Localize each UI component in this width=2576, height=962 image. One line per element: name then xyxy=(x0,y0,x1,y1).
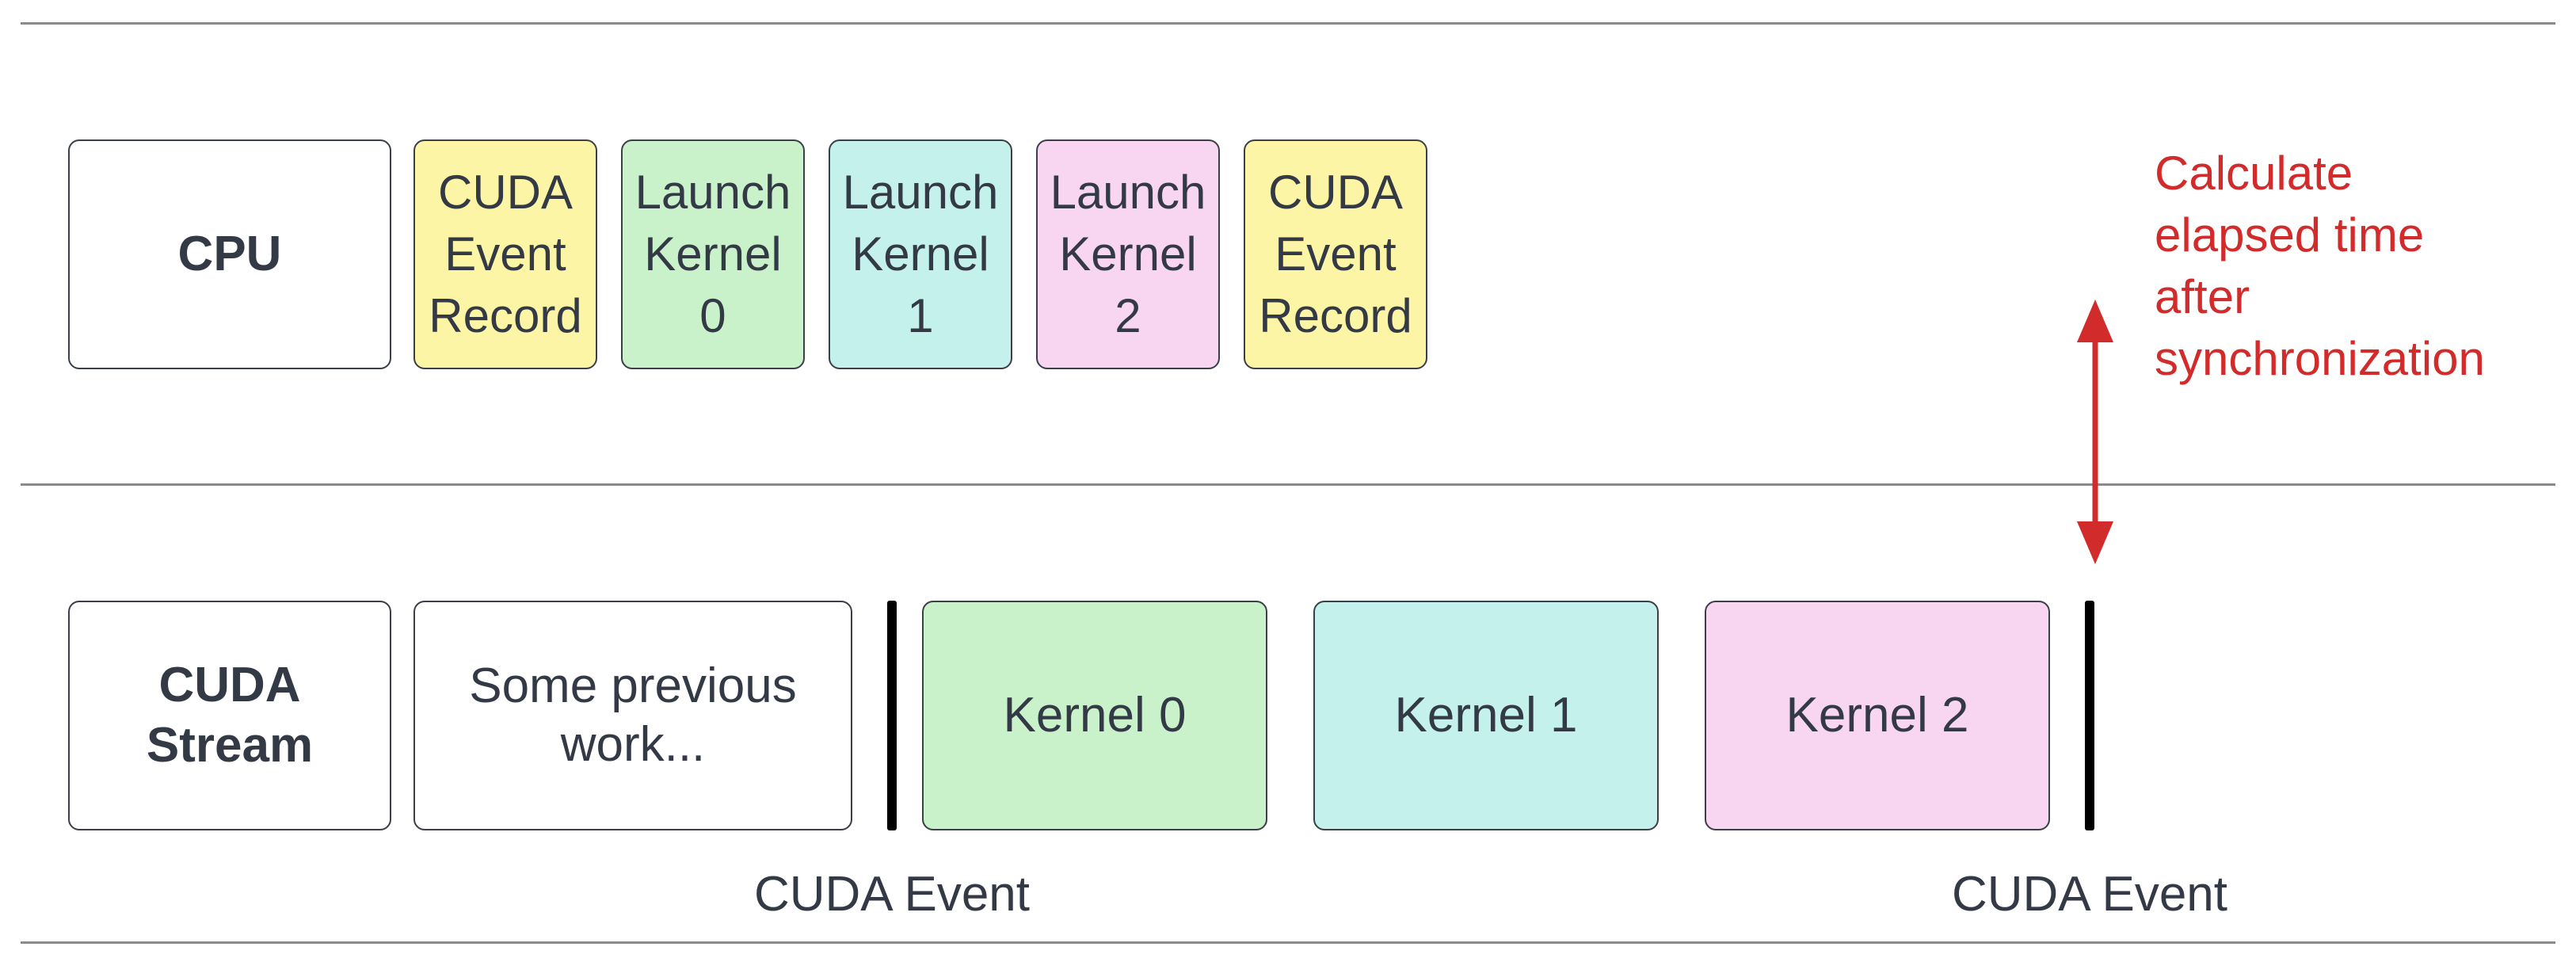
elapsed-time-annotation: Calculate elapsed time after synchroniza… xyxy=(2155,147,2485,385)
bottom-divider xyxy=(21,941,2555,944)
cpu-step-text: CUDA Event Record xyxy=(429,166,582,342)
middle-divider xyxy=(21,483,2555,486)
cpu-lane-label-text: CPU xyxy=(177,227,282,281)
cuda-event-label-start: CUDA Event xyxy=(753,867,1031,922)
cuda-event-label-end: CUDA Event xyxy=(1951,867,2228,922)
cpu-step-launch-kernel-0: Launch Kernel 0 xyxy=(621,139,805,369)
cuda-event-marker-start xyxy=(887,601,897,830)
cpu-step-text: Launch Kernel 0 xyxy=(634,166,791,342)
previous-work-block: Some previous work... xyxy=(413,601,852,830)
kernel-2-text: Kernel 2 xyxy=(1785,688,1969,742)
cuda-stream-lane-label: CUDA Stream xyxy=(68,601,391,830)
top-divider xyxy=(21,22,2555,25)
kernel-1-text: Kernel 1 xyxy=(1394,688,1578,742)
kernel-0-text: Kernel 0 xyxy=(1003,688,1187,742)
cpu-step-text: Launch Kernel 1 xyxy=(842,166,999,342)
kernel-0-block: Kernel 0 xyxy=(922,601,1267,830)
cuda-event-marker-end xyxy=(2085,601,2094,830)
cpu-step-launch-kernel-2: Launch Kernel 2 xyxy=(1036,139,1220,369)
cuda-stream-lane-label-text: CUDA Stream xyxy=(146,658,314,773)
cpu-step-launch-kernel-1: Launch Kernel 1 xyxy=(829,139,1012,369)
cpu-step-cuda-event-record-end: CUDA Event Record xyxy=(1244,139,1427,369)
previous-work-text: Some previous work... xyxy=(469,659,797,772)
kernel-2-block: Kernel 2 xyxy=(1705,601,2050,830)
cpu-step-text: CUDA Event Record xyxy=(1259,166,1412,342)
cpu-lane-label: CPU xyxy=(68,139,391,369)
synchronization-arrow xyxy=(2077,300,2113,564)
cpu-step-text: Launch Kernel 2 xyxy=(1050,166,1206,342)
kernel-1-block: Kernel 1 xyxy=(1313,601,1659,830)
cpu-step-cuda-event-record-start: CUDA Event Record xyxy=(413,139,597,369)
